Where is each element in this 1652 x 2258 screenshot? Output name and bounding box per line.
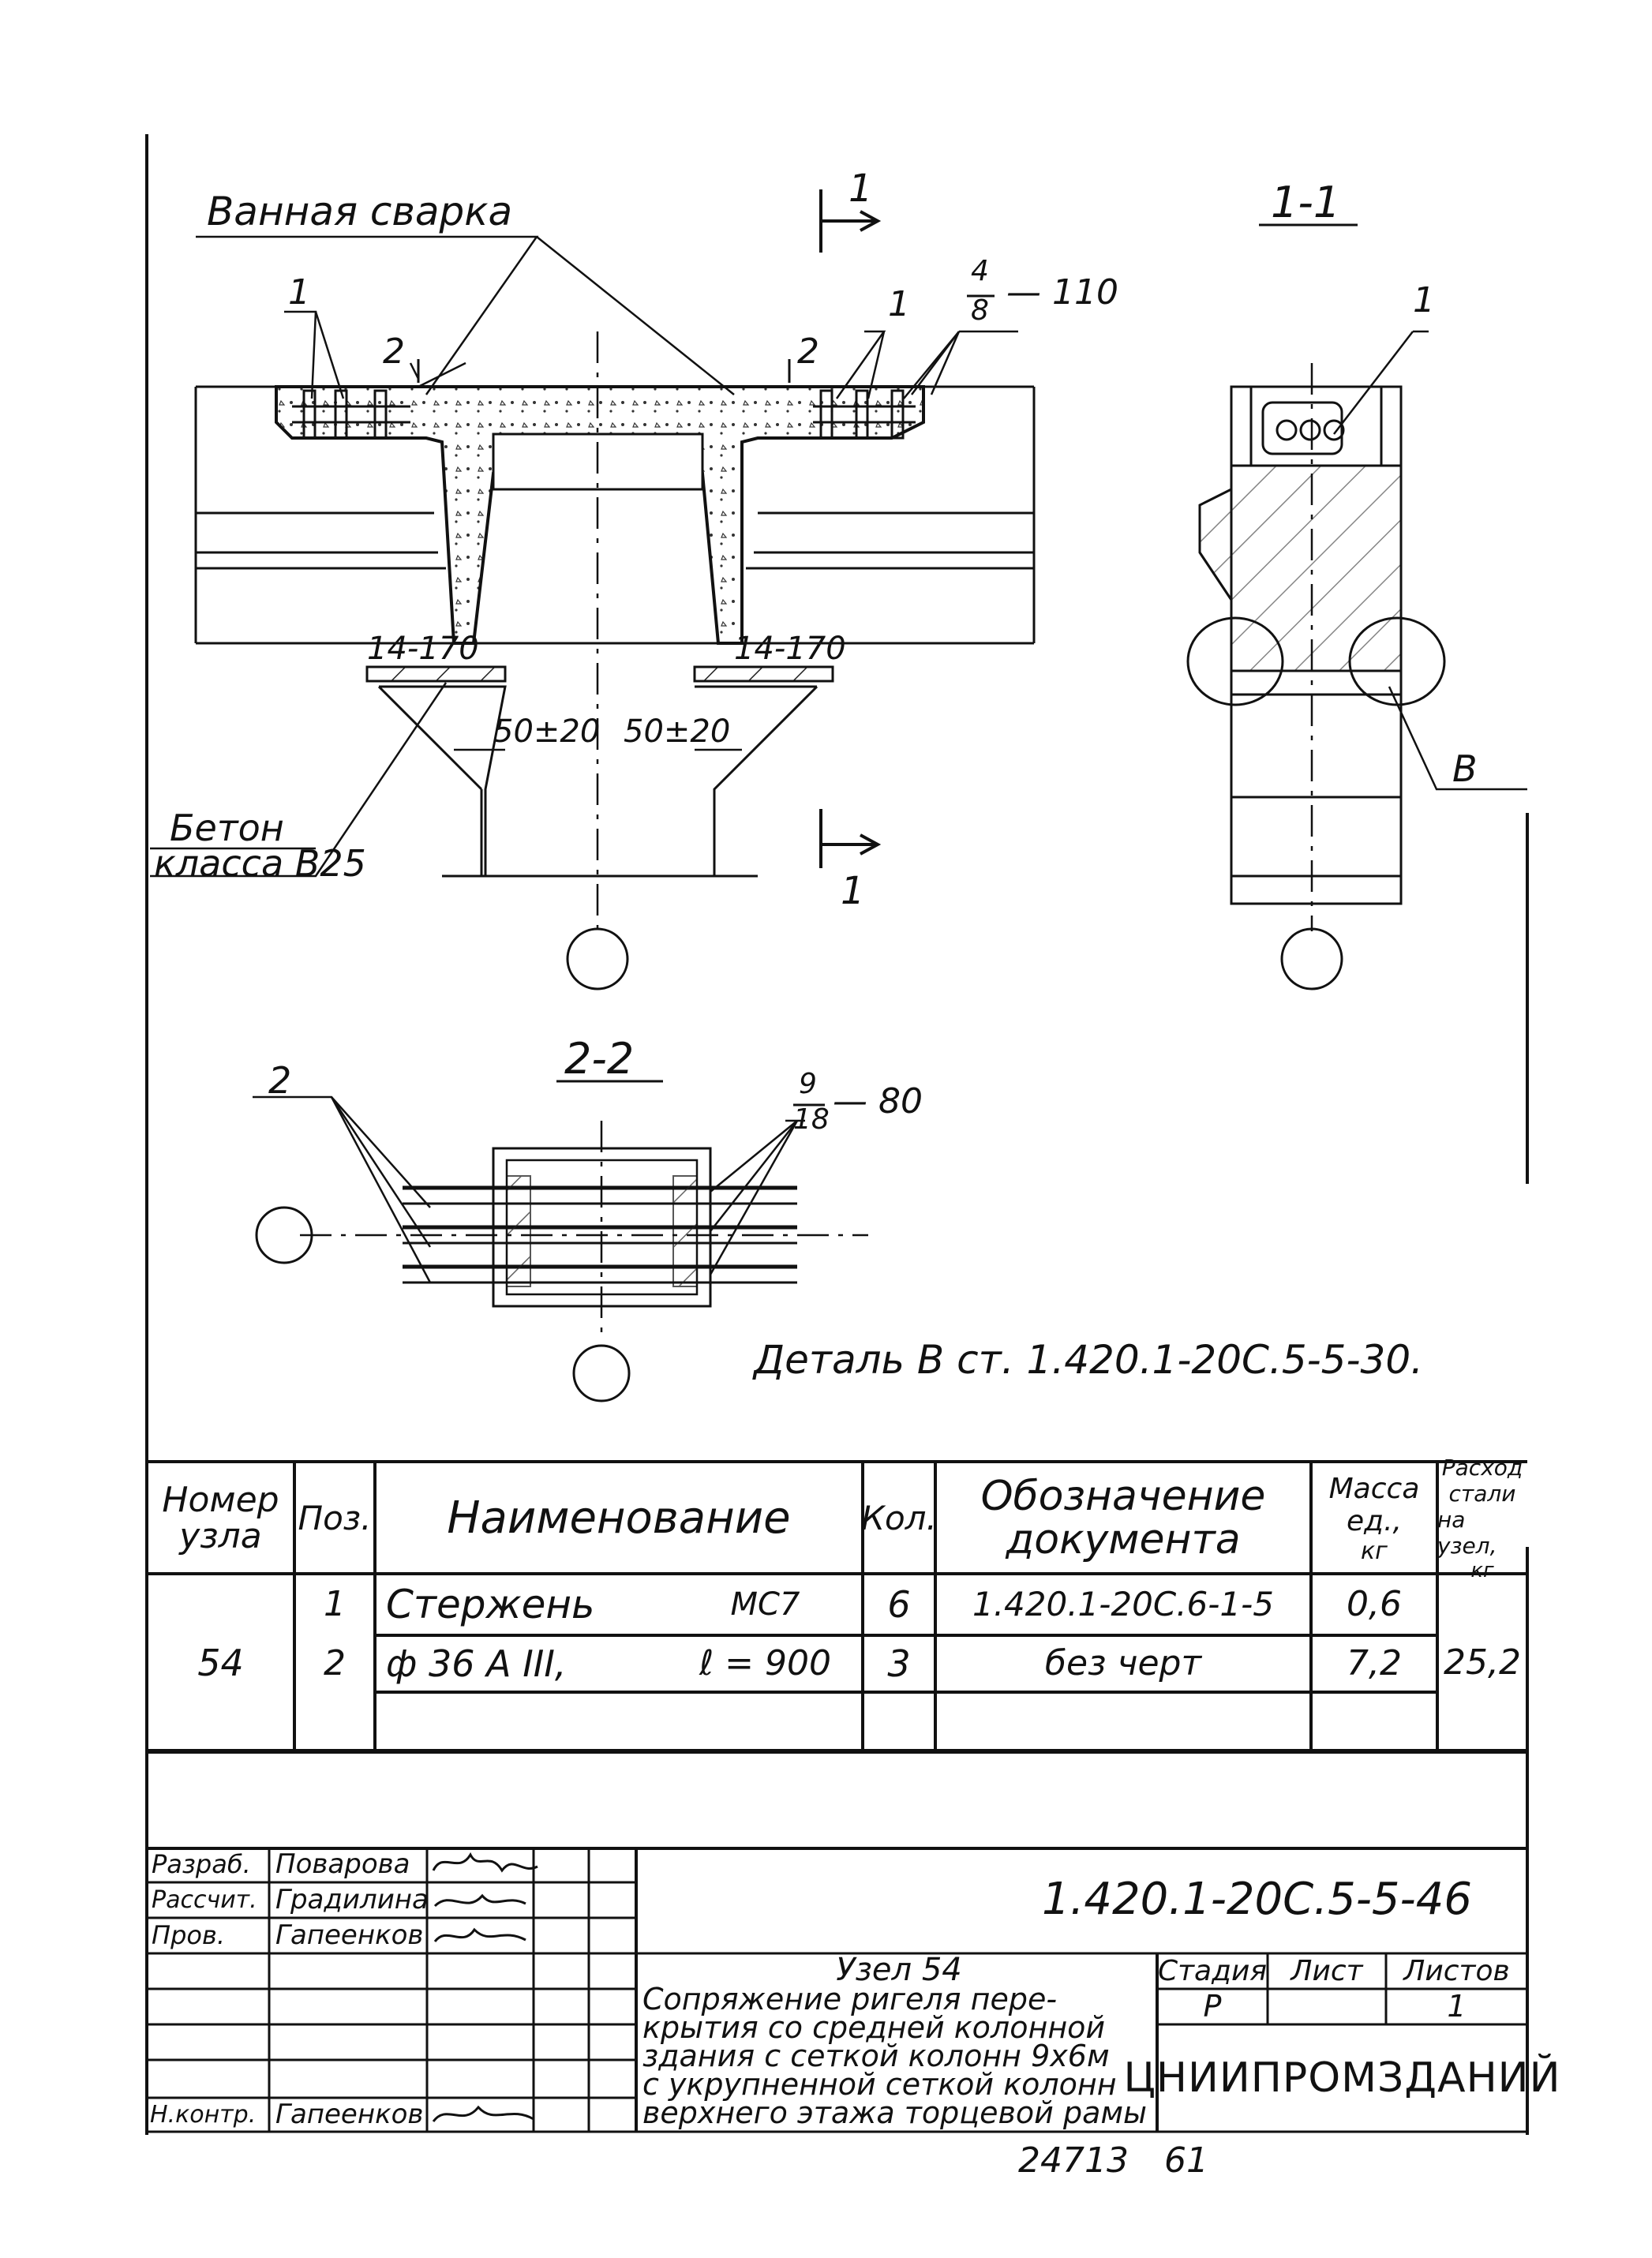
- weld-top-len: — 110: [1006, 272, 1118, 313]
- title-line-1: Узел 54: [836, 1952, 962, 1988]
- row1-doc: 1.420.1-20С.6-1-5: [972, 1584, 1275, 1623]
- header-node: Номер узла: [162, 1479, 279, 1556]
- title-line-3: крытия со средней колонной: [642, 2010, 1106, 2045]
- gap-left: 50±20: [493, 713, 600, 750]
- title-line-2: Сопряжение ригеля пере-: [642, 1982, 1058, 2016]
- section-1-1-view: [1186, 330, 1527, 990]
- detail-label: В: [1452, 747, 1478, 790]
- weld-plan-num: 9: [799, 1068, 817, 1100]
- role-developer: Разраб.: [152, 1848, 251, 1879]
- row1-mark: МС7: [730, 1586, 800, 1623]
- title-line-4: здания с сеткой колонн 9х6м: [642, 2039, 1110, 2073]
- header-doc: Обозначение документа: [980, 1473, 1266, 1563]
- detail-reference: Деталь В ст. 1.420.1-20С.5-5-30.: [752, 1337, 1423, 1383]
- row2-pos: 2: [324, 1642, 346, 1683]
- archive-number: 24713: [1018, 2140, 1129, 2181]
- section-mark-1-top: 1: [848, 167, 873, 211]
- sheets-value: 1: [1447, 1988, 1467, 2024]
- callout-1-right: 1: [888, 284, 910, 324]
- node-number: 54: [197, 1641, 244, 1684]
- gap-right: 50±20: [624, 713, 730, 750]
- page-number: 61: [1164, 2140, 1208, 2181]
- label-concrete-line2: класса В25: [154, 842, 366, 885]
- header-name: Наименование: [447, 1492, 791, 1544]
- row1-qty: 6: [887, 1582, 911, 1626]
- weld-seat-left: 14-170: [367, 631, 479, 667]
- row1-pos: 1: [324, 1583, 346, 1624]
- title-line-6: верхнего этажа торцевой рамы: [642, 2095, 1148, 2130]
- callout-1-left: 1: [288, 272, 310, 313]
- section-mark-1-bottom: 1: [841, 869, 865, 913]
- elevation-view: [150, 189, 1036, 990]
- row2-mass: 7,2: [1347, 1642, 1402, 1683]
- header-mass-l2: ед.,: [1347, 1504, 1402, 1537]
- row1-mass: 0,6: [1347, 1583, 1402, 1624]
- header-steel-l4: кг: [1470, 1559, 1494, 1582]
- organization: ЦНИИПРОМЗДАНИЙ: [1123, 2054, 1561, 2102]
- row2-doc: без черт: [1044, 1642, 1202, 1683]
- header-qty: Кол.: [861, 1498, 937, 1537]
- row2-name: ф 36 А III,: [386, 1642, 567, 1685]
- section-2-2-view: [253, 1095, 868, 1402]
- stage-value: Р: [1203, 1988, 1222, 2024]
- section-1-1-title: 1-1: [1271, 178, 1340, 227]
- steel-total: 25,2: [1444, 1642, 1521, 1683]
- section-2-2-title: 2-2: [564, 1034, 634, 1084]
- table-bottom-band: [147, 1749, 1527, 1752]
- header-steel: Расход стали на узел, кг: [1437, 1455, 1527, 1582]
- weld-plan-len: — 80: [833, 1081, 923, 1122]
- row2-qty: 3: [887, 1642, 911, 1685]
- weld-plan-den: 18: [793, 1103, 830, 1136]
- label-bath-welding: Ванная сварка: [207, 189, 512, 234]
- title-block-grid: [147, 1847, 1527, 2133]
- spec-table: Номер узла Поз. Наименование Кол. Обозна…: [147, 1455, 1527, 1755]
- weld-top-num: 4: [971, 255, 989, 287]
- callout-1-section: 1: [1413, 280, 1435, 320]
- spec-table-grid: [147, 1463, 1527, 1754]
- weld-top-den: 8: [971, 294, 989, 327]
- callout-2-left: 2: [383, 331, 405, 372]
- row2-mark: ℓ = 900: [699, 1642, 831, 1683]
- stage-label: Стадия: [1157, 1954, 1268, 1987]
- title-underlines: [556, 223, 1358, 1107]
- label-concrete-line1: Бетон: [170, 807, 284, 849]
- title-block: Разраб. Рассчит. Пров. Н.контр. Поварова…: [147, 1847, 1561, 2135]
- header-pos: Поз.: [298, 1498, 372, 1537]
- header-steel-l1: Расход: [1441, 1455, 1523, 1481]
- header-mass: Масса ед., кг: [1311, 1463, 1437, 1574]
- sheet-label: Лист: [1291, 1954, 1363, 1987]
- sheet-frame: [145, 134, 1529, 2135]
- name-calculator: Градилина: [275, 1883, 429, 1915]
- drawing-title: Узел 54 Сопряжение ригеля пере- крытия с…: [642, 1952, 1156, 2131]
- row1-name: Стержень: [386, 1581, 595, 1627]
- name-norm-control: Гапеенков: [275, 2098, 424, 2130]
- callout-2-right: 2: [797, 331, 819, 372]
- weld-seat-right: 14-170: [734, 631, 846, 667]
- header-steel-l2: стали: [1448, 1481, 1516, 1507]
- signature-scribbles: [432, 1852, 538, 2122]
- callout-2-plan: 2: [268, 1059, 291, 1102]
- sheet-value: [1268, 1989, 1386, 2024]
- header-mass-l3: кг: [1361, 1537, 1388, 1565]
- role-calculator: Рассчит.: [152, 1885, 257, 1914]
- header-steel-l3: на узел,: [1437, 1507, 1497, 1559]
- name-checker: Гапеенков: [275, 1919, 424, 1951]
- header-mass-l1: Масса: [1328, 1472, 1420, 1505]
- role-norm-control: Н.контр.: [150, 2100, 257, 2129]
- title-block-top-border: [147, 1847, 1527, 1850]
- title-line-5: с укрупненной сеткой колонн: [642, 2067, 1117, 2102]
- role-checker: Пров.: [152, 1919, 225, 1950]
- sheets-label: Листов: [1403, 1954, 1510, 1987]
- name-developer: Поварова: [275, 1848, 410, 1880]
- drawing-code: 1.420.1-20С.5-5-46: [1041, 1874, 1472, 1926]
